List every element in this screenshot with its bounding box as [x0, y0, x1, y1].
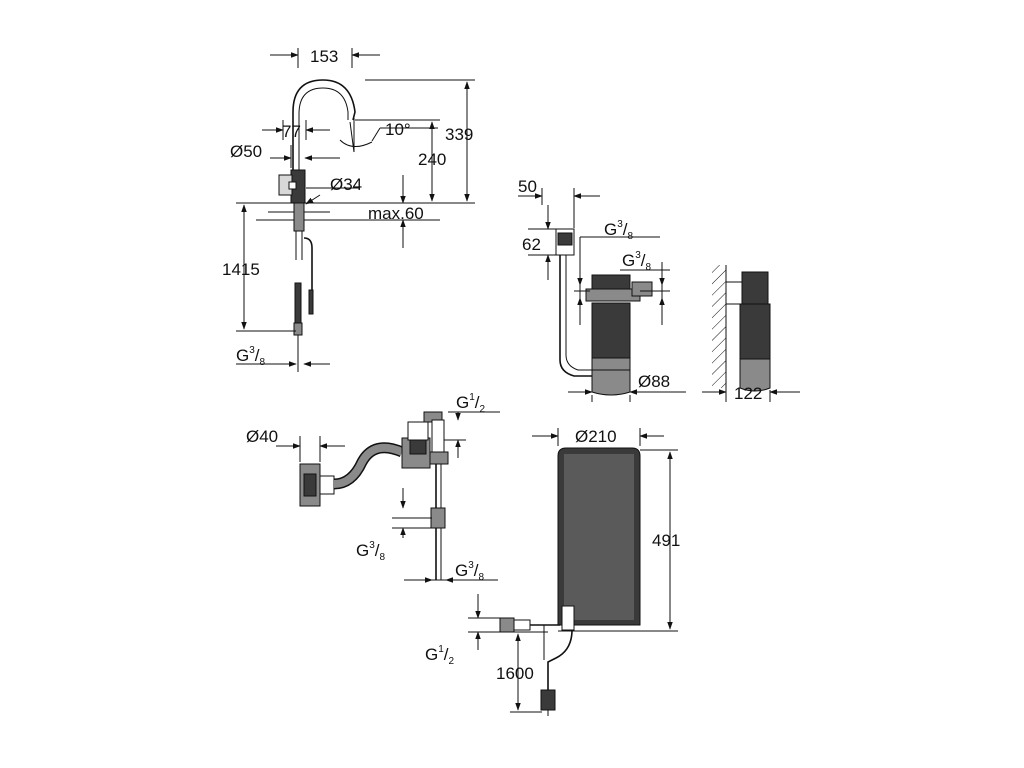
dim-boiler-diameter: Ø210: [575, 427, 617, 446]
power-plug: [540, 689, 556, 711]
valve-top-connection: G1/2: [456, 392, 486, 415]
boiler-connection: G1/2: [425, 644, 455, 667]
dim-total-height: 339: [445, 125, 473, 144]
faucet-shank: [293, 202, 305, 232]
dim-boiler-height: 491: [652, 531, 680, 550]
dim-counter-thickness: max.60: [368, 204, 424, 223]
faucet-drawing: 153 339 77 10° Ø50 240 Ø34: [222, 47, 475, 372]
faucet-spout: [292, 79, 356, 175]
dim-cable-length: 1600: [496, 664, 534, 683]
dim-filter-depth: 122: [734, 384, 762, 403]
valve-drawing: Ø40 G1/2 G3/8 G3/8: [246, 392, 500, 583]
connection-label: G3/8: [236, 345, 266, 368]
dim-base-diameter: Ø50: [230, 142, 262, 161]
dim-spout-reach: 153: [310, 47, 338, 66]
dim-hose-length: 1415: [222, 260, 260, 279]
filter-side-connection: G3/8: [622, 250, 652, 273]
dim-hole-diameter: Ø34: [330, 175, 362, 194]
valve-bottom-connection: G3/8: [455, 560, 485, 583]
filter-side-view: [725, 281, 745, 305]
dim-head-height: 62: [522, 235, 541, 254]
dim-offset: 77: [282, 122, 301, 141]
wall-hatch: [712, 265, 726, 388]
dim-head-width: 50: [518, 177, 537, 196]
filter-top-connection: G3/8: [604, 219, 634, 242]
boiler-inlet: [499, 617, 515, 633]
boiler-drawing: Ø210 491 G1/2 1600: [425, 427, 680, 716]
dim-angle: 10°: [385, 120, 411, 139]
dim-spout-height: 240: [418, 150, 446, 169]
valve-mid-connection: G3/8: [356, 540, 386, 563]
power-cable: [547, 629, 573, 690]
filter-drawing: 50 62 G3/8 G3/8 Ø88: [518, 177, 800, 403]
dim-tee-diameter: Ø40: [246, 427, 278, 446]
dim-filter-diameter: Ø88: [638, 372, 670, 391]
